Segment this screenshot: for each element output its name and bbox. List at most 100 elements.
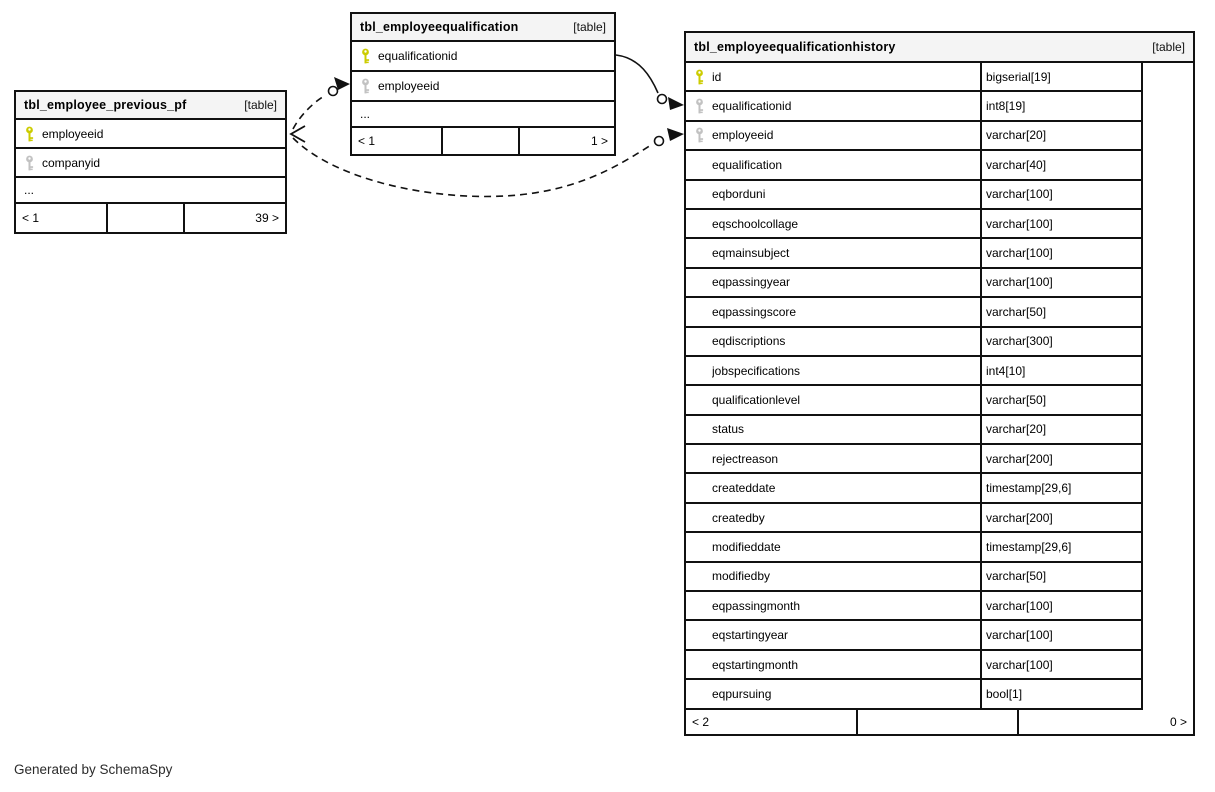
column-name: jobspecifications bbox=[712, 363, 801, 378]
column-type: bool[1] bbox=[980, 680, 1141, 708]
more-columns-row: ... bbox=[352, 102, 614, 128]
table-columns: employeeid companyid... bbox=[16, 120, 285, 204]
column-name: eqborduni bbox=[712, 187, 766, 202]
column-row: employeeid bbox=[352, 72, 614, 102]
column-row: id bigserial[19] bbox=[686, 63, 1141, 93]
crowfoot-arrow bbox=[289, 125, 306, 143]
table-type-badge: [table] bbox=[1152, 40, 1185, 54]
column-row: jobspecifications int4[10] bbox=[686, 356, 1141, 387]
column-name: modifieddate bbox=[712, 539, 781, 554]
column-type: varchar[200] bbox=[980, 445, 1141, 473]
column-name: eqpassingscore bbox=[712, 304, 797, 319]
generator-note: Generated by SchemaSpy bbox=[14, 762, 173, 777]
table-type-badge: [table] bbox=[573, 20, 606, 34]
column-type: varchar[50] bbox=[980, 562, 1141, 591]
column-type: varchar[40] bbox=[980, 151, 1141, 179]
child-relationships-count: 39 > bbox=[255, 211, 279, 225]
column-name: createdby bbox=[712, 510, 765, 525]
parent-relationships-count: < 1 bbox=[352, 128, 443, 154]
column-type: timestamp[29,6] bbox=[980, 533, 1141, 561]
column-type: varchar[100] bbox=[980, 239, 1141, 267]
column-name: employeeid bbox=[42, 126, 104, 141]
table-name: tbl_employeequalificationhistory bbox=[694, 40, 896, 54]
more-columns-ellipsis: ... bbox=[360, 107, 371, 121]
table-right-margin-column bbox=[1141, 63, 1193, 710]
table-title[interactable]: tbl_employeequalification [table] bbox=[352, 14, 614, 42]
footer-middle-cell bbox=[443, 128, 520, 154]
table-type-badge: [table] bbox=[244, 98, 277, 112]
column-type: int4[10] bbox=[980, 356, 1141, 385]
column-type: int8[19] bbox=[980, 92, 1141, 120]
column-row: companyid bbox=[16, 149, 285, 178]
column-row: eqpassingyear varchar[100] bbox=[686, 268, 1141, 299]
column-type: varchar[100] bbox=[980, 592, 1141, 620]
table-name: tbl_employee_previous_pf bbox=[24, 98, 187, 112]
column-name: id bbox=[712, 69, 722, 84]
table-tbl_employeequalification[interactable]: tbl_employeequalification [table] equalifi… bbox=[350, 12, 616, 156]
column-row: eqschoolcollage varchar[100] bbox=[686, 209, 1141, 240]
more-columns-row: ... bbox=[16, 178, 285, 204]
column-type: varchar[100] bbox=[980, 268, 1141, 297]
table-name: tbl_employeequalification bbox=[360, 20, 519, 34]
zero-circle bbox=[656, 93, 668, 105]
column-name: equalificationid bbox=[378, 49, 458, 63]
column-name: rejectreason bbox=[712, 451, 779, 466]
column-name: eqdiscriptions bbox=[712, 334, 786, 349]
column-type: varchar[200] bbox=[980, 503, 1141, 532]
foreign-key-icon bbox=[16, 155, 42, 171]
child-relationships-count: 0 > bbox=[1169, 714, 1187, 729]
table-title[interactable]: tbl_employeequalificationhistory [table] bbox=[686, 33, 1193, 63]
column-type: varchar[20] bbox=[980, 121, 1141, 150]
column-name: equalification bbox=[712, 157, 783, 172]
column-name: employeeid bbox=[378, 79, 440, 93]
column-name: createddate bbox=[712, 481, 776, 496]
zero-circle bbox=[653, 135, 665, 147]
column-name: eqmainsubject bbox=[712, 246, 790, 261]
primary-key-icon bbox=[352, 48, 378, 64]
column-name: eqpassingyear bbox=[712, 275, 791, 290]
column-name: companyid bbox=[42, 155, 101, 170]
column-row: modifiedby varchar[50] bbox=[686, 562, 1141, 593]
column-name: eqpursuing bbox=[712, 686, 772, 701]
column-row: eqpassingmonth varchar[100] bbox=[686, 592, 1141, 622]
primary-key-icon bbox=[686, 69, 712, 85]
more-columns-ellipsis: ... bbox=[24, 183, 35, 197]
column-type: timestamp[29,6] bbox=[980, 474, 1141, 502]
column-row: eqmainsubject varchar[100] bbox=[686, 239, 1141, 269]
column-row: createdby varchar[200] bbox=[686, 503, 1141, 534]
primary-key-icon bbox=[16, 126, 42, 142]
column-row: eqpursuing bool[1] bbox=[686, 680, 1141, 710]
column-type: varchar[50] bbox=[980, 386, 1141, 414]
column-name: modifiedby bbox=[712, 569, 771, 584]
table-tbl_employee_previous_pf[interactable]: tbl_employee_previous_pf [table] employeei… bbox=[14, 90, 287, 234]
relationship-solid-equalificationid bbox=[615, 54, 684, 110]
table-columns: equalificationid employeeid... bbox=[352, 42, 614, 128]
table-tbl_employeequalificationhistory[interactable]: tbl_employeequalificationhistory [table] i… bbox=[684, 31, 1195, 736]
column-row: createddate timestamp[29,6] bbox=[686, 474, 1141, 504]
column-type: varchar[20] bbox=[980, 415, 1141, 444]
column-name: eqpassingmonth bbox=[712, 598, 801, 613]
column-row: modifieddate timestamp[29,6] bbox=[686, 533, 1141, 563]
table-title[interactable]: tbl_employee_previous_pf [table] bbox=[16, 92, 285, 120]
column-name: eqstartingmonth bbox=[712, 657, 799, 672]
column-row: employeeid bbox=[16, 120, 285, 149]
footer-middle-cell bbox=[108, 204, 185, 232]
foreign-key-icon bbox=[686, 127, 712, 143]
column-row: equalification varchar[40] bbox=[686, 151, 1141, 181]
arrowhead bbox=[334, 77, 350, 90]
column-name: eqschoolcollage bbox=[712, 216, 799, 231]
column-type: varchar[100] bbox=[980, 209, 1141, 238]
column-type: bigserial[19] bbox=[980, 63, 1141, 91]
